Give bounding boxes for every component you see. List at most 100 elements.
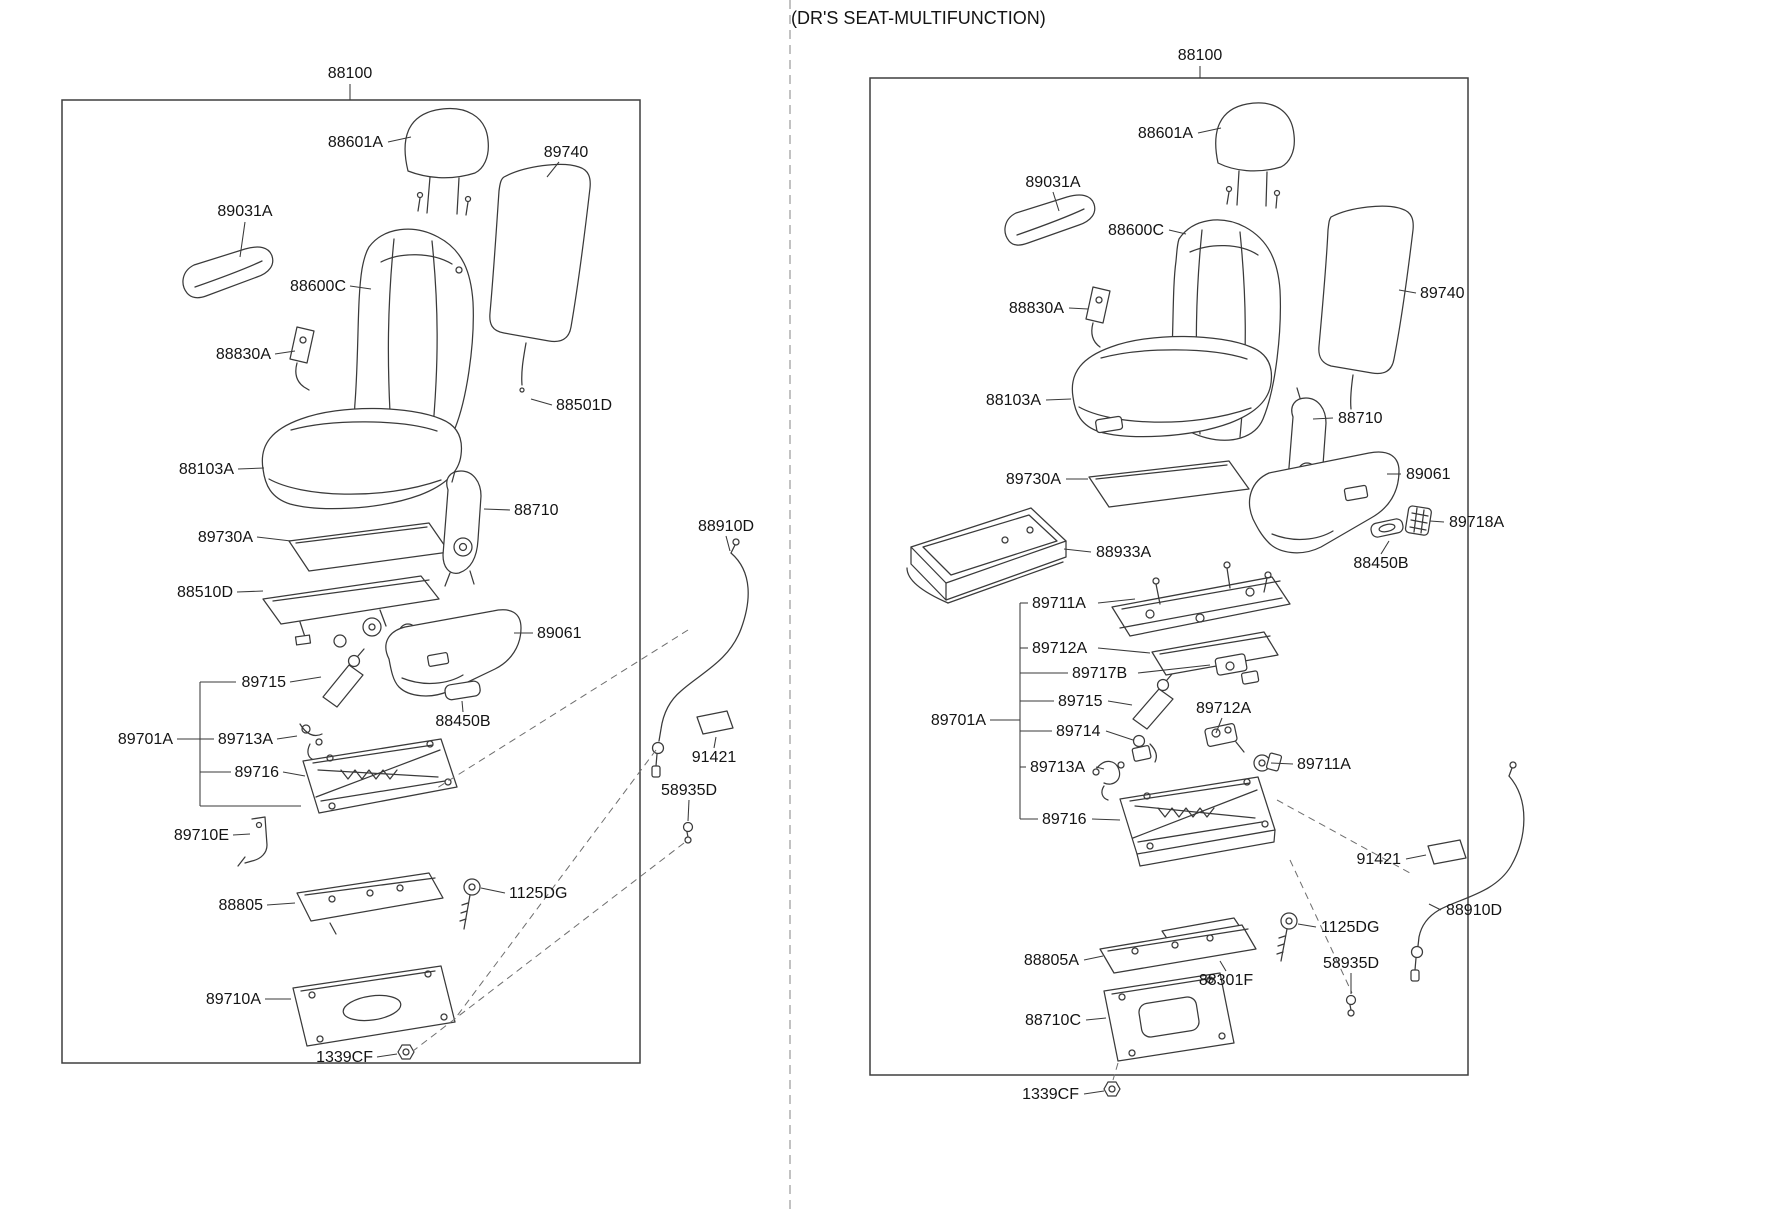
part-label-left-89713a: 89713A <box>218 731 273 748</box>
right-rail-88805a-drawing <box>1099 917 1257 974</box>
part-label-left-88510d: 88510D <box>177 584 233 601</box>
part-label-right-58935d: 58935D <box>1323 955 1379 972</box>
part-label-left-88805: 88805 <box>219 897 264 914</box>
right-bolt-1125dg-drawing <box>1276 912 1298 962</box>
right-tag-91421-drawing <box>1427 839 1467 865</box>
part-label-left-1339cf: 1339CF <box>316 1049 373 1066</box>
right-upper-frame-89711a-drawing <box>1111 561 1291 637</box>
part-label-right-89717b: 89717B <box>1072 665 1127 682</box>
left-seatbelt-buckle-drawing <box>289 326 315 391</box>
left-armrest-drawing <box>182 246 274 299</box>
part-label-right-89740: 89740 <box>1420 285 1465 302</box>
left-headrest-drawing <box>404 108 489 216</box>
left-rail-drawing <box>296 872 444 935</box>
part-label-left-91421: 91421 <box>692 749 737 766</box>
right-base-plate-88710c-drawing <box>1103 972 1235 1062</box>
part-label-right-88601a: 88601A <box>1138 125 1193 142</box>
part-label-right-89718a: 89718A <box>1449 514 1504 531</box>
right-back-panel-drawing <box>1318 205 1414 410</box>
part-label-right-89712a-1: 89712A <box>1032 640 1087 657</box>
part-label-left-89740: 89740 <box>544 144 589 161</box>
part-label-right-89716: 89716 <box>1042 811 1087 828</box>
part-label-left-88450b: 88450B <box>435 713 490 730</box>
right-cushion-pad-drawing <box>1088 460 1250 508</box>
right-wire-89713a-drawing <box>1092 760 1125 801</box>
left-bolt-1125dg-drawing <box>459 878 481 930</box>
part-label-right-1339cf: 1339CF <box>1022 1086 1079 1103</box>
right-clip-58935d-drawing <box>1345 994 1357 1017</box>
part-label-left-58935d: 58935D <box>661 782 717 799</box>
left-side-cover-drawing <box>385 609 522 697</box>
part-label-left-89701a: 89701A <box>118 731 173 748</box>
part-label-left-89730a: 89730A <box>198 529 253 546</box>
part-label-left-1125dg: 1125DG <box>509 885 567 902</box>
right-scissor-frame-drawing <box>1119 776 1276 867</box>
part-label-right-89730a: 89730A <box>1006 471 1061 488</box>
part-label-left-88100: 88100 <box>328 65 373 82</box>
part-label-right-88910d: 88910D <box>1446 902 1502 919</box>
left-alignment-dashed-lines <box>412 629 689 1052</box>
left-diagram-labels: 88100 88601A 89740 89031A 88600C 88830A … <box>118 65 754 1066</box>
right-diagram-title: (DR'S SEAT-MULTIFUNCTION) <box>791 8 1046 28</box>
right-knob-89711a-drawing <box>1253 752 1283 772</box>
part-label-right-89715: 89715 <box>1058 693 1103 710</box>
left-gas-cylinder-drawing <box>322 648 365 708</box>
part-label-right-89711a-2: 89711A <box>1297 756 1351 773</box>
right-armrest-drawing <box>1004 194 1096 246</box>
right-bracket-89712a-drawing <box>1204 723 1245 753</box>
part-label-left-88910d: 88910D <box>698 518 754 535</box>
left-tag-91421-drawing <box>696 710 734 735</box>
part-label-right-89712a-2: 89712A <box>1196 700 1251 717</box>
part-label-right-88933a: 88933A <box>1096 544 1151 561</box>
part-label-right-88100: 88100 <box>1178 47 1223 64</box>
part-label-left-89710e: 89710E <box>174 827 229 844</box>
left-leader-lines <box>177 84 731 1058</box>
left-cushion-pad-drawing <box>288 522 450 572</box>
part-label-left-89716: 89716 <box>235 764 280 781</box>
part-label-left-89031a: 89031A <box>217 203 272 220</box>
part-label-left-88501d: 88501D <box>556 397 612 414</box>
right-nut-1339cf-drawing <box>1103 1081 1121 1097</box>
right-cover-88450b-drawing <box>1370 518 1404 538</box>
part-label-right-89714: 89714 <box>1056 723 1101 740</box>
part-label-right-89061: 89061 <box>1406 466 1451 483</box>
right-storage-tray-88933a-drawing <box>906 507 1067 604</box>
part-label-right-88600c: 88600C <box>1108 222 1164 239</box>
right-diagram-labels: (DR'S SEAT-MULTIFUNCTION) 88100 88601A 8… <box>791 8 1504 1103</box>
left-scissor-frame-drawing <box>302 738 458 814</box>
left-cover-88450b-drawing <box>444 680 481 701</box>
right-bracket-89717b-drawing <box>1214 653 1260 685</box>
left-cable-drawing <box>651 538 749 778</box>
part-label-right-88805a: 88805A <box>1024 952 1079 969</box>
right-switch-89718a-drawing <box>1404 505 1432 536</box>
part-label-left-89061: 89061 <box>537 625 582 642</box>
left-recliner-drawing <box>442 470 482 587</box>
part-label-right-88710c: 88710C <box>1025 1012 1081 1029</box>
right-leader-lines <box>990 66 1445 1095</box>
left-nut-1339cf-drawing <box>397 1044 415 1060</box>
part-label-right-91421: 91421 <box>1357 851 1402 868</box>
part-label-right-88103a: 88103A <box>986 392 1041 409</box>
right-diagram-border <box>869 77 1469 1076</box>
part-label-right-88830a: 88830A <box>1009 300 1064 317</box>
left-cushion-drawing <box>261 407 463 510</box>
right-side-cover-drawing <box>1248 451 1400 554</box>
part-label-right-1125dg: 1125DG <box>1321 919 1379 936</box>
part-label-right-89031a: 89031A <box>1025 174 1080 191</box>
left-bracket-89710e-drawing <box>237 816 268 867</box>
right-alignment-dashed-lines <box>1112 799 1411 1081</box>
left-back-panel-drawing <box>489 163 591 393</box>
part-label-right-88710: 88710 <box>1338 410 1383 427</box>
part-label-right-89711a-1: 89711A <box>1032 595 1086 612</box>
part-label-left-88601a: 88601A <box>328 134 383 151</box>
part-label-right-89701a: 89701A <box>931 712 986 729</box>
part-label-left-88103a: 88103A <box>179 461 234 478</box>
part-label-left-88600c: 88600C <box>290 278 346 295</box>
right-frame-89712a-drawing <box>1151 631 1279 676</box>
right-gas-cylinder-drawing <box>1132 673 1174 730</box>
left-diagram-border <box>61 99 641 1064</box>
part-label-left-89710a: 89710A <box>206 991 261 1008</box>
part-label-left-88710: 88710 <box>514 502 559 519</box>
